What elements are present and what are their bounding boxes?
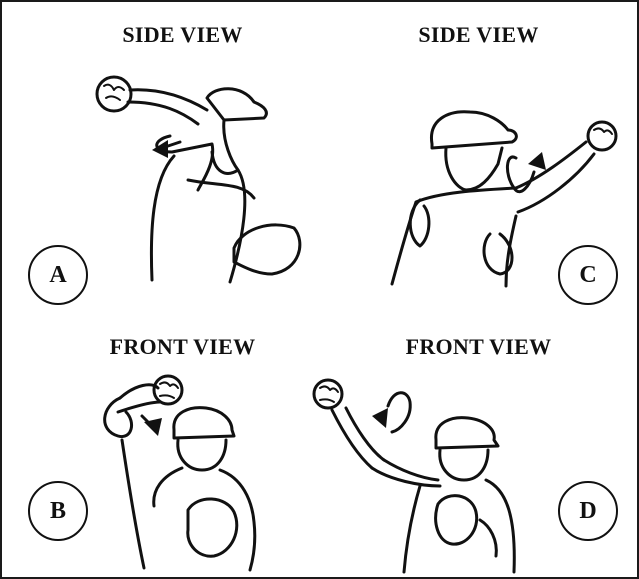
panel-d-arm xyxy=(330,406,386,470)
panel-c-badge: C xyxy=(558,245,618,305)
panel-b-cap xyxy=(172,406,236,440)
panel-c-arm xyxy=(514,140,596,214)
panel-a-caption: SIDE VIEW xyxy=(122,22,243,47)
panel-d-torso xyxy=(370,458,516,574)
panel-b-torso xyxy=(120,438,257,572)
panel-d-caption: FRONT VIEW xyxy=(405,334,552,359)
panel-c: SIDE VIEW C xyxy=(320,2,637,305)
panel-a-mitt xyxy=(232,223,302,276)
panel-b: FRONT VIEW B xyxy=(2,290,319,577)
panel-b-badge: B xyxy=(28,481,88,541)
panel-a-cap xyxy=(205,87,268,122)
panel-b-mitt xyxy=(186,497,239,558)
panel-b-arm xyxy=(116,383,162,414)
panel-a-figure xyxy=(95,75,302,284)
panel-d-badge: D xyxy=(558,481,618,541)
panel-a-ball-glove xyxy=(95,75,133,113)
panel-c-ball-glove xyxy=(586,120,618,152)
panel-b-ball-glove xyxy=(152,374,184,406)
panel-a: SIDE VIEW A xyxy=(2,2,319,305)
panel-c-figure xyxy=(390,110,618,288)
panel-a-badge: A xyxy=(28,245,88,305)
panel-a-arm xyxy=(126,88,209,126)
panel-d-mitt xyxy=(434,494,479,546)
panel-b-figure xyxy=(103,374,257,572)
panel-a-torso xyxy=(149,154,256,284)
panel-b-caption: FRONT VIEW xyxy=(109,334,256,359)
panel-d-figure xyxy=(312,378,516,574)
panel-d-ball-glove xyxy=(312,378,344,410)
panel-c-caption: SIDE VIEW xyxy=(418,22,539,47)
panel-c-mitt xyxy=(408,198,431,248)
panel-c-cap xyxy=(430,110,518,150)
panel-d-cap xyxy=(434,416,500,450)
panel-c-torso xyxy=(390,186,518,288)
panel-d: FRONT VIEW D xyxy=(312,290,637,577)
